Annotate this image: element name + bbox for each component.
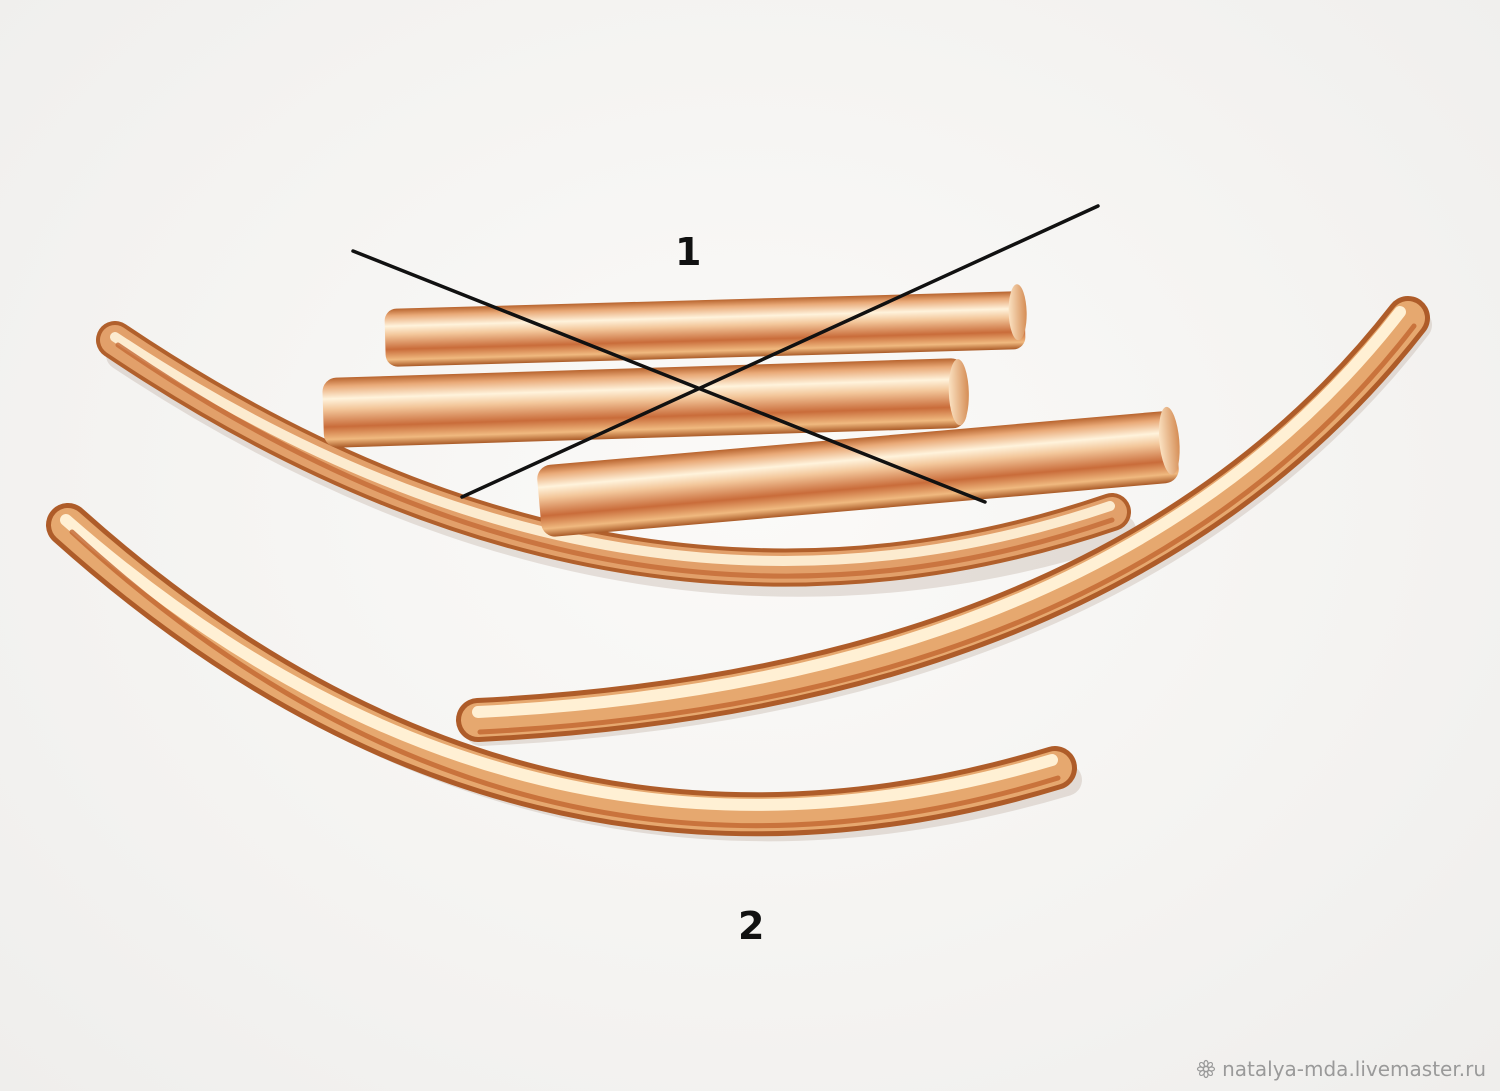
curved-tube-right xyxy=(456,296,1430,742)
flower-icon xyxy=(1197,1059,1216,1079)
cross-out-mark xyxy=(351,204,1100,504)
watermark: natalya-mda.livemaster.ru xyxy=(1196,1057,1486,1081)
watermark-text: natalya-mda.livemaster.ru xyxy=(1222,1057,1486,1081)
straight-tube-1 xyxy=(384,284,1027,367)
label-group-1: 1 xyxy=(675,230,702,274)
curved-tube-upper xyxy=(96,321,1131,587)
straight-tube-3 xyxy=(537,406,1180,537)
label-group-2: 2 xyxy=(738,904,765,948)
curved-tube-bottom xyxy=(46,503,1077,837)
straight-tube-2 xyxy=(322,358,969,448)
